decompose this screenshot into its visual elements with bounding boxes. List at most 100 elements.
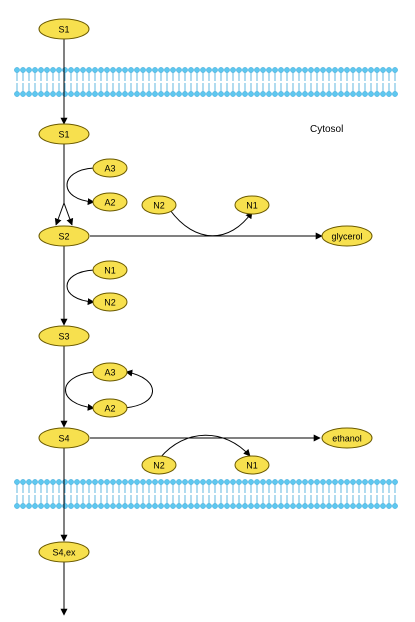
lipid-head: [380, 91, 386, 97]
lipid-head: [152, 91, 158, 97]
lipid-head: [44, 91, 50, 97]
node-s3: S3: [38, 325, 90, 347]
lipid-head: [104, 479, 110, 485]
lipid-head: [338, 479, 344, 485]
lipid-head: [14, 503, 20, 509]
lipid-head: [344, 503, 350, 509]
lipid-head: [104, 91, 110, 97]
lipid-head: [368, 91, 374, 97]
lipid-head: [74, 67, 80, 73]
lipid-head: [260, 67, 266, 73]
node-n1-glycerol: N1: [234, 195, 270, 215]
lipid-head: [32, 503, 38, 509]
lipid-head: [374, 503, 380, 509]
lipid-head: [368, 67, 374, 73]
lipid-head: [320, 503, 326, 509]
edge-n2-n1-eth: [159, 434, 251, 459]
lipid-head: [182, 67, 188, 73]
lipid-head: [344, 91, 350, 97]
lipid-head: [260, 91, 266, 97]
lipid-head: [98, 503, 104, 509]
lipid-head: [296, 91, 302, 97]
lipid-head: [146, 479, 152, 485]
lipid-head: [290, 479, 296, 485]
lipid-head: [50, 67, 56, 73]
lipid-head: [32, 479, 38, 485]
lipid-head: [158, 91, 164, 97]
lipid-head: [338, 91, 344, 97]
lipid-head: [128, 67, 134, 73]
lipid-head: [80, 479, 86, 485]
lipid-head: [380, 67, 386, 73]
lipid-head: [260, 479, 266, 485]
lipid-head: [20, 479, 26, 485]
lipid-head: [278, 67, 284, 73]
lipid-head: [152, 479, 158, 485]
lipid-head: [392, 479, 398, 485]
lipid-head: [56, 67, 62, 73]
lipid-head: [170, 91, 176, 97]
edge-a3-a2-top: [66, 167, 95, 206]
lipid-head: [314, 479, 320, 485]
lipid-head: [248, 67, 254, 73]
lipid-head: [308, 67, 314, 73]
lipid-head: [272, 91, 278, 97]
lipid-head: [356, 67, 362, 73]
lipid-head: [116, 67, 122, 73]
node-a3-top: A3: [92, 158, 128, 178]
lipid-head: [194, 91, 200, 97]
lipid-head: [242, 91, 248, 97]
lipid-head: [326, 67, 332, 73]
lipid-head: [188, 479, 194, 485]
lipid-head: [212, 479, 218, 485]
lipid-head: [50, 479, 56, 485]
lipid-head: [62, 479, 68, 485]
lipid-head: [194, 479, 200, 485]
lipid-head: [302, 91, 308, 97]
lipid-head: [98, 91, 104, 97]
lipid-head: [206, 67, 212, 73]
lipid-head: [320, 479, 326, 485]
lipid-head: [170, 503, 176, 509]
lipid-head: [50, 503, 56, 509]
lipid-head: [62, 67, 68, 73]
lipid-head: [110, 479, 116, 485]
lipid-head: [284, 91, 290, 97]
lipid-head: [164, 91, 170, 97]
lipid-head: [86, 67, 92, 73]
lipid-head: [284, 503, 290, 509]
lipid-head: [56, 503, 62, 509]
lipid-head: [182, 503, 188, 509]
lipid-head: [266, 91, 272, 97]
node-s1: S1: [38, 123, 90, 145]
lipid-head: [236, 91, 242, 97]
lipid-head: [356, 503, 362, 509]
lipid-head: [68, 91, 74, 97]
svg-text:A3: A3: [104, 164, 115, 174]
lipid-head: [248, 91, 254, 97]
lipid-head: [212, 67, 218, 73]
lipid-head: [218, 503, 224, 509]
lipid-head: [14, 479, 20, 485]
lipid-head: [278, 503, 284, 509]
edge-fork-right: [63, 202, 74, 226]
lipid-head: [176, 67, 182, 73]
lipid-head: [362, 503, 368, 509]
svg-text:A2: A2: [104, 198, 115, 208]
lipid-head: [110, 67, 116, 73]
lipid-head: [212, 91, 218, 97]
lipid-head: [218, 91, 224, 97]
node-n2-ethanol: N2: [141, 455, 177, 475]
lipid-head: [38, 67, 44, 73]
lipid-head: [200, 91, 206, 97]
lipid-head: [224, 91, 230, 97]
lipid-head: [368, 479, 374, 485]
lipid-head: [314, 67, 320, 73]
lipid-head: [356, 479, 362, 485]
lipid-head: [56, 479, 62, 485]
lipid-head: [62, 91, 68, 97]
lipid-head: [200, 67, 206, 73]
lipid-head: [374, 91, 380, 97]
node-ethanol: ethanol: [321, 427, 373, 449]
lipid-head: [176, 479, 182, 485]
